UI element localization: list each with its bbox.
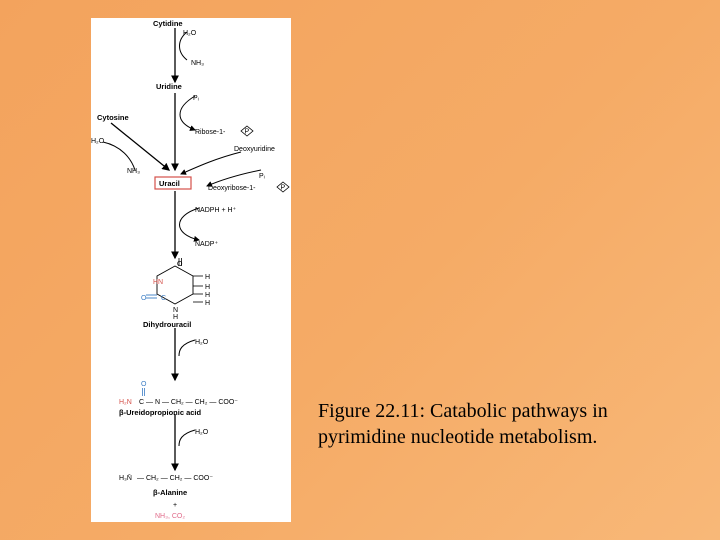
label-uridine: Uridine: [156, 82, 182, 91]
svg-text:N: N: [173, 307, 178, 314]
caption-line-1: Figure 22.11: Catabolic pathways in: [318, 400, 608, 422]
svg-text:H₂N: H₂N: [119, 399, 132, 406]
curve-pi-deoxyribose: [206, 169, 262, 187]
svg-text:O: O: [141, 295, 147, 302]
curve-h2o-nh3-1: [179, 31, 188, 61]
label-pi-2: Pᵢ: [259, 173, 265, 180]
svg-text:C: C: [161, 295, 166, 302]
label-nh3-1: NH₃: [191, 60, 204, 67]
curve-h2o-nh3-2: [102, 141, 136, 171]
label-deoxyuridine: Deoxyuridine: [234, 146, 275, 153]
curve-nadph-nadp: [179, 207, 200, 242]
label-plus: +: [173, 502, 177, 509]
caption-line-2: pyrimidine nucleotide metabolism.: [318, 426, 598, 448]
label-dihydrouracil: Dihydrouracil: [143, 320, 191, 329]
label-nh3-2: NH₃: [127, 168, 140, 175]
svg-text:P: P: [245, 129, 250, 136]
uracil-highlight-box: [154, 176, 192, 190]
figure-caption: Figure 22.11: Catabolic pathways in pyri…: [318, 398, 708, 450]
svg-text:H: H: [205, 292, 210, 299]
svg-text:H: H: [205, 300, 210, 307]
curve-h2o-3: [178, 339, 196, 357]
label-nadph: NADPH + H⁺: [195, 207, 237, 214]
label-h2o-1: H₂O: [183, 30, 197, 37]
curve-pi-ribose: [179, 95, 196, 131]
label-h2o-4: H₂O: [195, 429, 209, 436]
label-byproducts: NH₃, CO₂: [155, 513, 185, 520]
phosphate-diamond-1: P: [240, 125, 254, 137]
label-pi-1: Pᵢ: [193, 95, 199, 102]
svg-text:H₃N̄: H₃N̄: [119, 474, 132, 482]
curve-deoxyuridine: [180, 151, 242, 175]
label-h2o-3: H₂O: [195, 339, 209, 346]
svg-text:P: P: [281, 185, 286, 192]
arrow-cytosine-uracil: [110, 122, 171, 171]
pathway-diagram-panel: P P Cytidine Uridine Cytosine Uracil Dih…: [91, 18, 291, 522]
svg-text:O: O: [177, 261, 183, 268]
curve-h2o-4: [178, 429, 196, 447]
label-h2o-2: H₂O: [91, 138, 105, 145]
label-deoxyribose-1p: Deoxyribose-1-: [208, 185, 256, 192]
label-beta-alanine: β-Alanine: [153, 488, 187, 497]
svg-text:H: H: [205, 284, 210, 291]
svg-text:O: O: [141, 381, 147, 388]
label-uracil: Uracil: [159, 179, 180, 188]
svg-text:— CH₂ — CH₂ — COO⁻: — CH₂ — CH₂ — COO⁻: [137, 475, 213, 482]
phosphate-diamond-2: P: [276, 181, 290, 193]
beta-alanine-formula: H₃N̄ — CH₂ — CH₂ — COO⁻: [119, 474, 213, 482]
label-nadp: NADP⁺: [195, 241, 218, 248]
label-cytidine: Cytidine: [153, 19, 183, 28]
svg-text:H: H: [173, 314, 178, 321]
label-ribose-1p: Ribose-1-: [195, 129, 226, 136]
svg-text:C — N — CH₂ — CH₂ — COO⁻: C — N — CH₂ — CH₂ — COO⁻: [139, 399, 238, 406]
svg-text:H: H: [205, 274, 210, 281]
pathway-diagram: P P Cytidine Uridine Cytosine Uracil Dih…: [91, 19, 290, 520]
label-cytosine: Cytosine: [97, 113, 129, 122]
svg-text:HN: HN: [153, 279, 163, 286]
dihydrouracil-ring-structure: O HN O C N H H H H H: [141, 258, 210, 321]
label-ureidopropionic-acid: β-Ureidopropionic acid: [119, 408, 202, 417]
ureidopropionic-formula: O H₂N C — N — CH₂ — CH₂ — COO⁻: [119, 381, 238, 406]
